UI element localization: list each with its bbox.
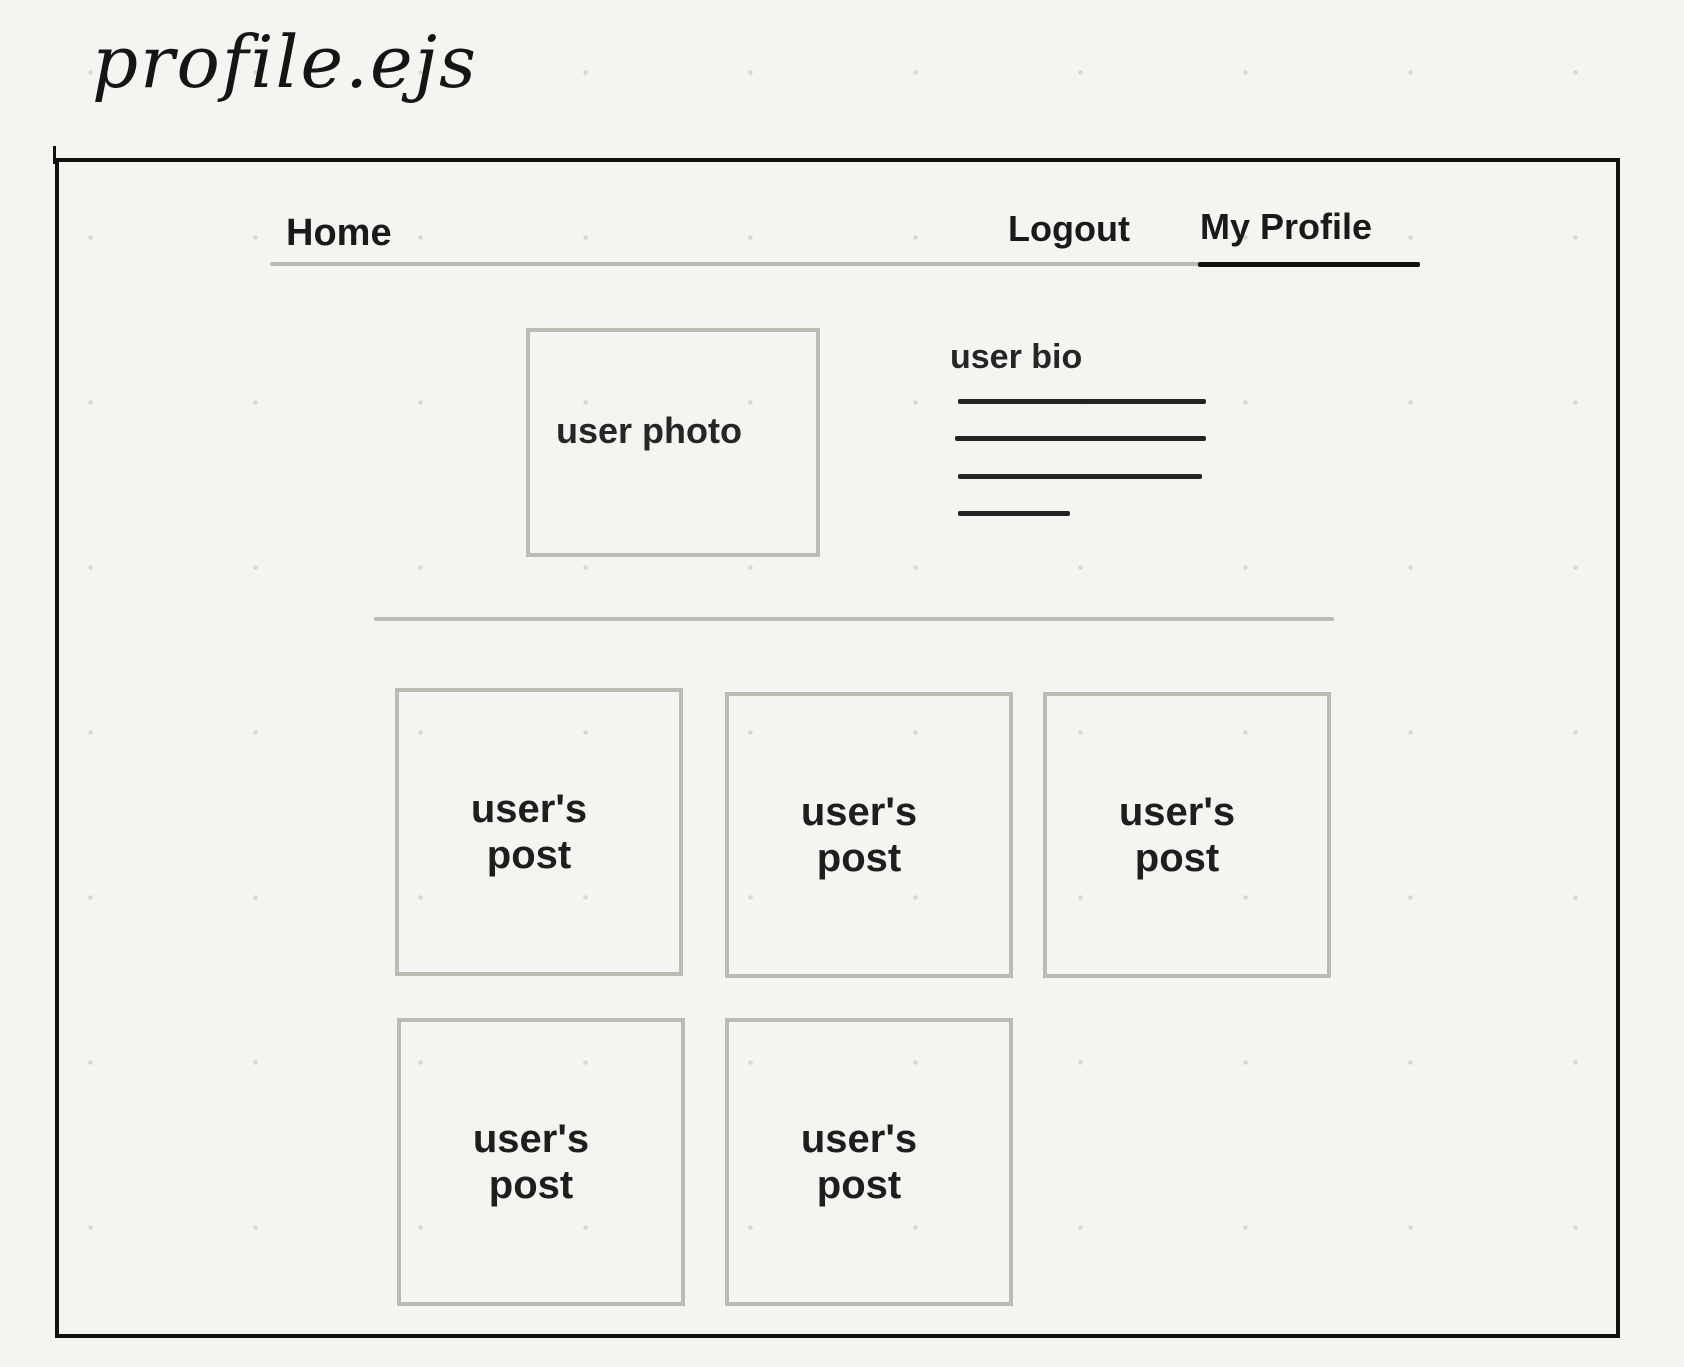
frame-corner-mark (53, 146, 56, 164)
active-tab-underline (1198, 262, 1420, 267)
bio-text-line (955, 436, 1206, 441)
user-photo-placeholder[interactable] (526, 328, 820, 557)
nav-logout-link[interactable]: Logout (1008, 208, 1130, 249)
user-photo-label: user photo (556, 410, 742, 451)
post-card[interactable]: user's post (397, 1018, 685, 1306)
bio-text-line (958, 511, 1070, 516)
post-card[interactable]: user's post (395, 688, 683, 976)
post-card[interactable]: user's post (1043, 692, 1331, 978)
post-label: user's post (800, 790, 918, 880)
nav-divider (270, 262, 1420, 266)
user-bio-label: user bio (950, 338, 1083, 376)
page-title: profile.ejs (92, 20, 478, 104)
post-label: user's post (800, 1117, 918, 1207)
post-card[interactable]: user's post (725, 1018, 1013, 1306)
section-divider (374, 617, 1334, 621)
post-label: user's post (472, 1117, 590, 1207)
nav-my-profile-link[interactable]: My Profile (1200, 206, 1373, 247)
post-label: user's post (470, 787, 588, 877)
bio-text-line (958, 399, 1206, 404)
nav-home-link[interactable]: Home (286, 212, 392, 254)
bio-text-line (958, 474, 1202, 479)
post-label: user's post (1118, 790, 1236, 880)
browser-frame (55, 158, 1620, 1338)
post-card[interactable]: user's post (725, 692, 1013, 978)
